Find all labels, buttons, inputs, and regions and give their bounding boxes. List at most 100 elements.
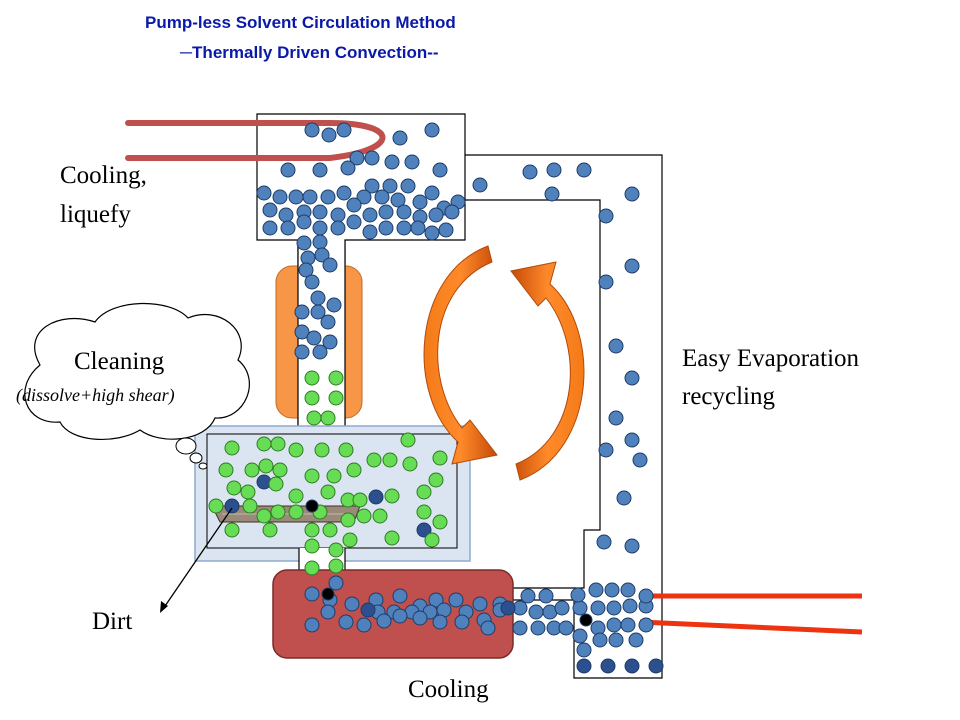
solvent-particle: [598, 442, 614, 458]
solvent-particle: [412, 610, 428, 626]
clean-solvent-particle: [240, 484, 256, 500]
solvent-particle: [280, 162, 296, 178]
clean-solvent-particle: [288, 488, 304, 504]
solvent-particle: [312, 220, 328, 236]
clean-solvent-particle: [268, 476, 284, 492]
solvent-particle: [296, 214, 312, 230]
solvent-particle: [262, 220, 278, 236]
solvent-particle: [428, 207, 444, 223]
solvent-particle: [330, 220, 346, 236]
solvent-particle: [438, 222, 454, 238]
clean-solvent-particle: [402, 456, 418, 472]
solvent-particle: [608, 410, 624, 426]
solvent-particle: [522, 164, 538, 180]
solvent-particle: [400, 178, 416, 194]
clean-solvent-particle: [304, 538, 320, 554]
solvent-particle: [378, 204, 394, 220]
contaminant-particle: [305, 499, 319, 513]
clean-solvent-particle: [432, 514, 448, 530]
solvent-particle: [322, 334, 338, 350]
solvent-particle: [624, 258, 640, 274]
label-evaporation-line1: Easy Evaporation: [682, 345, 860, 372]
solvent-particle: [392, 130, 408, 146]
clean-solvent-particle: [326, 468, 342, 484]
contaminant-particle: [579, 613, 593, 627]
clean-solvent-particle: [226, 480, 242, 496]
clean-solvent-particle: [304, 522, 320, 538]
solvent-particle: [280, 220, 296, 236]
solvent-particle: [392, 608, 408, 624]
solvent-particle: [320, 314, 336, 330]
clean-solvent-particle: [328, 542, 344, 558]
solvent-particle: [622, 598, 638, 614]
solvent-particle: [432, 162, 448, 178]
solvent-particle: [404, 154, 420, 170]
heating-pipe-lower: [639, 619, 863, 635]
clean-solvent-particle: [314, 442, 330, 458]
clean-solvent-particle: [400, 432, 416, 448]
clean-solvent-particle: [224, 522, 240, 538]
solvent-particle: [572, 600, 588, 616]
diagram-subtitle: ─Thermally Driven Convection--: [179, 43, 439, 62]
solvent-particle: [606, 600, 622, 616]
solvent-particle: [606, 617, 622, 633]
clean-solvent-particle: [258, 458, 274, 474]
solvent-particle: [444, 204, 460, 220]
solvent-particle: [432, 614, 448, 630]
dirt-particle: [368, 489, 384, 505]
dirt-particle: [600, 658, 616, 674]
solvent-particle: [558, 620, 574, 636]
clean-solvent-particle: [416, 504, 432, 520]
dirt-particle: [416, 522, 432, 538]
solvent-particle: [256, 185, 272, 201]
clean-solvent-particle: [272, 462, 288, 478]
clean-solvent-particle: [342, 532, 358, 548]
diagram-title: Pump-less Solvent Circulation Method: [145, 13, 456, 32]
clean-solvent-particle: [304, 390, 320, 406]
solvent-particle: [638, 588, 654, 604]
solvent-particle: [320, 604, 336, 620]
solvent-particle: [320, 189, 336, 205]
solvent-particle: [346, 197, 362, 213]
solvent-particle: [294, 324, 310, 340]
solvent-particle: [312, 234, 328, 250]
solvent-particle: [616, 490, 632, 506]
solvent-particle: [472, 596, 488, 612]
solvent-particle: [356, 617, 372, 633]
solvent-particle: [321, 127, 337, 143]
label-cooling-liquefy-line2: liquefy: [60, 201, 131, 228]
solvent-particle: [298, 262, 314, 278]
solvent-particle: [346, 214, 362, 230]
solvent-particle: [472, 177, 488, 193]
solvent-particle: [306, 330, 322, 346]
solvent-particle: [364, 178, 380, 194]
label-evaporation-line2: recycling: [682, 383, 776, 410]
solvent-particle: [628, 632, 644, 648]
solvent-particle: [304, 122, 320, 138]
clean-solvent-particle: [424, 532, 440, 548]
solvent-particle: [454, 614, 470, 630]
circular-arrows-icon: [423, 245, 585, 481]
solvent-particle: [304, 586, 320, 602]
clean-solvent-particle: [288, 442, 304, 458]
solvent-particle: [632, 452, 648, 468]
solvent-particle: [294, 304, 310, 320]
solvent-particle: [278, 207, 294, 223]
clean-solvent-particle: [270, 436, 286, 452]
clean-solvent-particle: [416, 484, 432, 500]
clean-solvent-particle: [304, 560, 320, 576]
solvent-particle: [304, 617, 320, 633]
clean-solvent-particle: [320, 410, 336, 426]
solvent-particle: [378, 220, 394, 236]
solvent-particle: [530, 620, 546, 636]
dirt-particle: [360, 602, 376, 618]
solvent-particle: [624, 432, 640, 448]
clean-solvent-particle: [304, 370, 320, 386]
clean-solvent-particle: [384, 488, 400, 504]
clean-solvent-particle: [262, 522, 278, 538]
solvent-particle: [310, 290, 326, 306]
solvent-particle: [384, 154, 400, 170]
dirt-particle: [624, 658, 640, 674]
label-cleaning: Cleaning: [74, 348, 165, 375]
